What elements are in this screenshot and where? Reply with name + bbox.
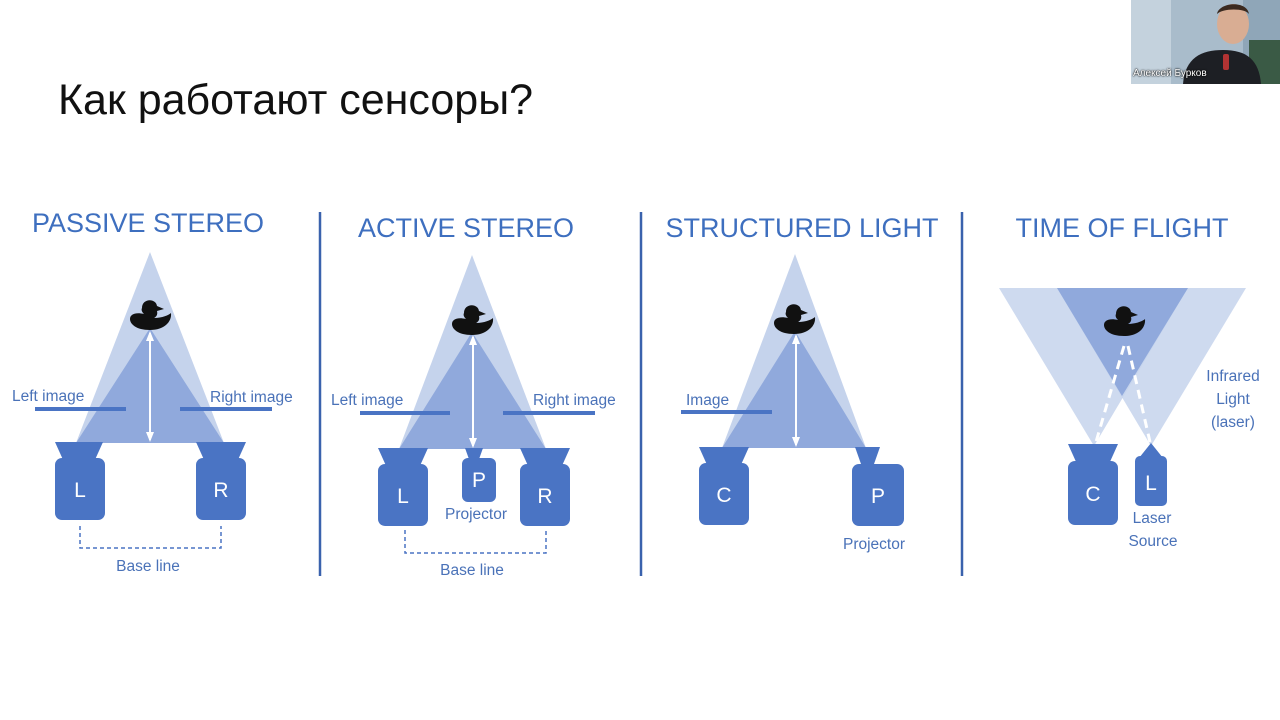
presenter-webcam: Алексей Бурков [1131,0,1280,84]
panel-title-structured-light: STRUCTURED LIGHT [665,213,938,243]
left-lens [378,448,428,468]
left-camera-box [378,464,428,526]
presenter-video [1131,0,1280,84]
camera-box [699,463,749,525]
arrow-head-top [469,335,477,345]
right-lens [520,448,570,468]
arrow-head-bottom [792,437,800,447]
panel-structured-light: STRUCTURED LIGHT Image C P Projector [665,213,938,553]
presenter-name: Алексей Бурков [1133,68,1207,79]
return-path [1094,345,1126,443]
infrared-label-line2: Light [1216,391,1250,408]
camera-letter: C [716,484,731,507]
camera-lens [699,447,749,467]
projector-letter: P [472,469,486,492]
right-image-label: Right image [533,392,616,409]
base-line-bracket [404,530,547,554]
projector-label: Projector [445,506,507,523]
image-label: Image [686,392,729,409]
arrow-head-top [146,331,154,341]
laser-label-line1: Laser [1133,510,1172,527]
laser-emitter [1139,443,1163,458]
right-camera-box [196,458,246,520]
base-line-label: Base line [440,562,504,579]
camera-letter: C [1085,483,1100,506]
laser-box [1135,456,1167,506]
camera-box [1068,461,1118,525]
right-image-label: Right image [210,389,293,406]
projector-box [462,458,496,502]
left-image-label: Left image [331,392,403,409]
left-camera-letter: L [74,479,86,502]
panel-passive-stereo: PASSIVE STEREO Left image Right image L … [12,208,293,575]
panel-title-passive-stereo: PASSIVE STEREO [32,208,264,238]
projector-lens [855,447,880,464]
panel-time-of-flight: TIME OF FLIGHT C L Laser Source Infrared… [999,213,1260,550]
overlap-region [722,331,866,448]
right-camera-letter: R [213,479,228,502]
panel-active-stereo: ACTIVE STEREO Left image Right image L P… [331,213,616,579]
camera-lens [1068,444,1118,464]
base-line-bracket [79,526,222,549]
arrow-head-bottom [469,438,477,448]
overlap-region [1057,288,1188,396]
right-lens [196,442,246,462]
left-image-label: Left image [12,388,84,405]
panel-title-time-of-flight: TIME OF FLIGHT [1016,213,1229,243]
right-camera-letter: R [537,485,552,508]
infrared-label-line3: (laser) [1211,414,1255,431]
projector-box [852,464,904,526]
slide-title: Как работают сенсоры? [58,76,534,124]
projector-letter: P [871,485,885,508]
left-lens [55,442,103,462]
left-camera-box [55,458,105,520]
arrow-head-top [792,334,800,344]
base-line-label: Base line [116,558,180,575]
laser-letter: L [1145,472,1157,495]
left-camera-letter: L [397,485,409,508]
right-camera-box [520,464,570,526]
infrared-label-line1: Infrared [1206,368,1259,385]
projector-label: Projector [843,536,905,553]
emit-path [1126,345,1152,443]
arrow-head-bottom [146,432,154,442]
panel-title-active-stereo: ACTIVE STEREO [358,213,574,243]
laser-label-line2: Source [1128,533,1177,550]
